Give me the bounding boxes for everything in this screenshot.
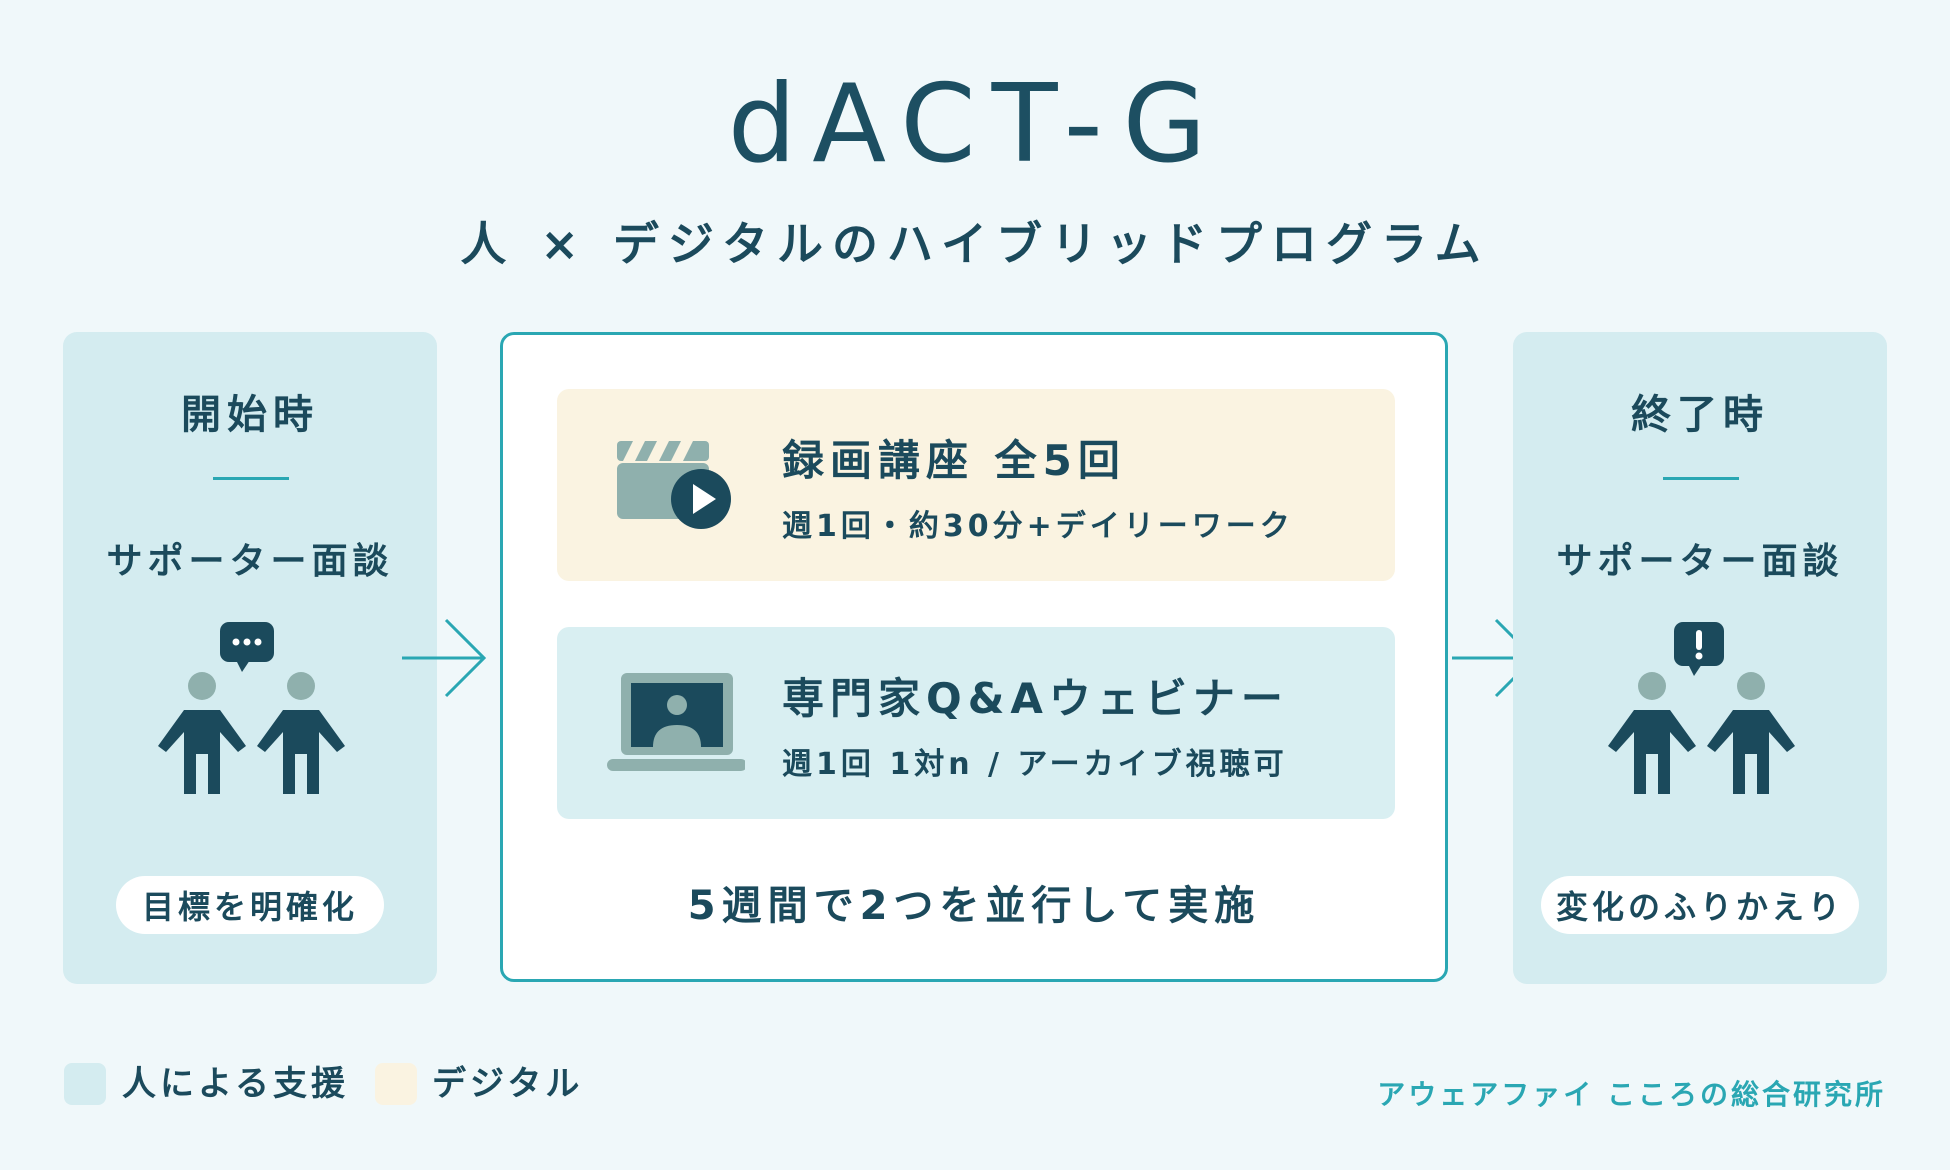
webinar-card: 専門家Q&Aウェビナー 週1回 1対n / アーカイブ視聴可 bbox=[557, 627, 1395, 819]
organization-credit: アウェアファイ こころの総合研究所 bbox=[1377, 1078, 1886, 1111]
laptop-webinar-icon bbox=[605, 671, 747, 779]
end-panel: 終了時 サポーター面談 変化のふりかえり bbox=[1513, 332, 1887, 984]
webinar-title: 専門家Q&Aウェビナー bbox=[782, 674, 1289, 723]
program-box: 録画講座 全5回 週1回・約30分+デイリーワーク 専門家Q&Aウェビナー 週1… bbox=[500, 332, 1448, 982]
end-heading: 終了時 bbox=[1631, 392, 1769, 438]
two-people-chat-icon bbox=[150, 622, 350, 866]
arrow-right-icon bbox=[400, 618, 490, 702]
page-title: dACT-G bbox=[727, 62, 1223, 187]
end-divider bbox=[1663, 477, 1739, 480]
recorded-lecture-card: 録画講座 全5回 週1回・約30分+デイリーワーク bbox=[557, 389, 1395, 581]
start-subheading: サポーター面談 bbox=[106, 541, 394, 582]
recorded-lecture-detail: 週1回・約30分+デイリーワーク bbox=[782, 509, 1294, 544]
video-clapperboard-play-icon bbox=[615, 433, 733, 537]
webinar-detail: 週1回 1対n / アーカイブ視聴可 bbox=[782, 747, 1288, 782]
legend-swatch-human bbox=[64, 1063, 106, 1105]
start-divider bbox=[213, 477, 289, 480]
legend-swatch-digital bbox=[375, 1063, 417, 1105]
legend-label-digital: デジタル bbox=[432, 1064, 584, 1104]
program-caption: 5週間で2つを並行して実施 bbox=[687, 883, 1261, 929]
recorded-lecture-title: 録画講座 全5回 bbox=[782, 436, 1126, 485]
start-panel: 開始時 サポーター面談 目標を明確化 bbox=[63, 332, 437, 984]
start-goal-pill: 目標を明確化 bbox=[116, 876, 384, 934]
page-subtitle: 人 × デジタルのハイブリッドプログラム bbox=[460, 217, 1490, 271]
legend-label-human: 人による支援 bbox=[122, 1064, 349, 1104]
two-people-alert-icon bbox=[1600, 622, 1800, 866]
start-heading: 開始時 bbox=[181, 392, 319, 438]
end-subheading: サポーター面談 bbox=[1556, 541, 1844, 582]
end-reflection-pill: 変化のふりかえり bbox=[1541, 876, 1859, 934]
